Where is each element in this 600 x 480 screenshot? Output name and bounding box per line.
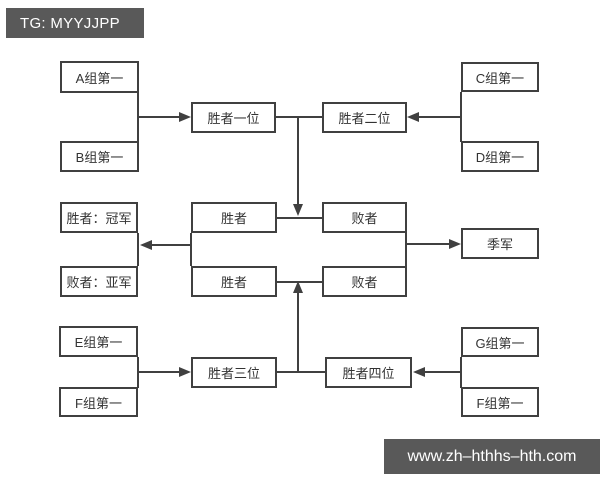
- connector-to-champion: [152, 244, 191, 246]
- box-champion: 胜者：冠军: [60, 202, 138, 233]
- connector-gf-to-winner4: [425, 371, 461, 373]
- connector-to-third: [407, 243, 449, 245]
- connector-champion-pair-vertical: [137, 233, 139, 266]
- box-winner-2: 胜者二位: [322, 102, 407, 133]
- box-group-c: C组第一: [461, 62, 539, 92]
- connector-final-top: [277, 217, 322, 219]
- arrowhead-to-winner2: [407, 112, 419, 122]
- watermark-url: www.zh–hthhs–hth.com: [384, 439, 600, 474]
- arrowhead-to-winner1: [179, 112, 191, 122]
- arrowhead-to-champion: [140, 240, 152, 250]
- box-winner-3: 胜者三位: [191, 357, 277, 388]
- connector-ab-to-winner1: [138, 116, 180, 118]
- box-winner-1: 胜者一位: [191, 102, 276, 133]
- connector-winners-vertical: [190, 233, 192, 266]
- box-group-b: B组第一: [60, 141, 139, 172]
- arrowhead-to-winner3: [179, 367, 191, 377]
- box-runner-up: 败者：亚军: [60, 266, 138, 297]
- connector-losers-vertical: [405, 233, 407, 266]
- arrowhead-to-third: [449, 239, 461, 249]
- connector-winner1-winner2: [276, 116, 322, 118]
- connector-ef-to-winner3: [138, 371, 180, 373]
- box-group-f-right: F组第一: [461, 387, 539, 417]
- box-third-place: 季军: [461, 228, 539, 259]
- box-group-d: D组第一: [461, 141, 539, 172]
- box-group-f-left: F组第一: [59, 387, 138, 417]
- box-group-a: A组第一: [60, 61, 139, 93]
- arrowhead-to-final-bottom: [293, 281, 303, 293]
- connector-bottom-to-final: [297, 293, 299, 372]
- connector-cd-vertical: [460, 92, 462, 142]
- connector-top-to-final: [297, 117, 299, 205]
- connector-gf-vertical: [460, 357, 462, 388]
- box-final-winner-bottom: 胜者: [191, 266, 277, 297]
- connector-winner3-winner4: [277, 371, 325, 373]
- box-group-g: G组第一: [461, 327, 539, 357]
- box-winner-4: 胜者四位: [325, 357, 412, 388]
- box-final-loser-top: 败者: [322, 202, 407, 233]
- box-group-e: E组第一: [59, 326, 138, 357]
- arrowhead-to-winner4: [413, 367, 425, 377]
- watermark-tag: TG: MYYJJPP: [6, 8, 144, 38]
- box-final-loser-bottom: 败者: [322, 266, 407, 297]
- connector-cd-to-winner2: [419, 116, 461, 118]
- box-final-winner-top: 胜者: [191, 202, 277, 233]
- arrowhead-to-final-top: [293, 204, 303, 216]
